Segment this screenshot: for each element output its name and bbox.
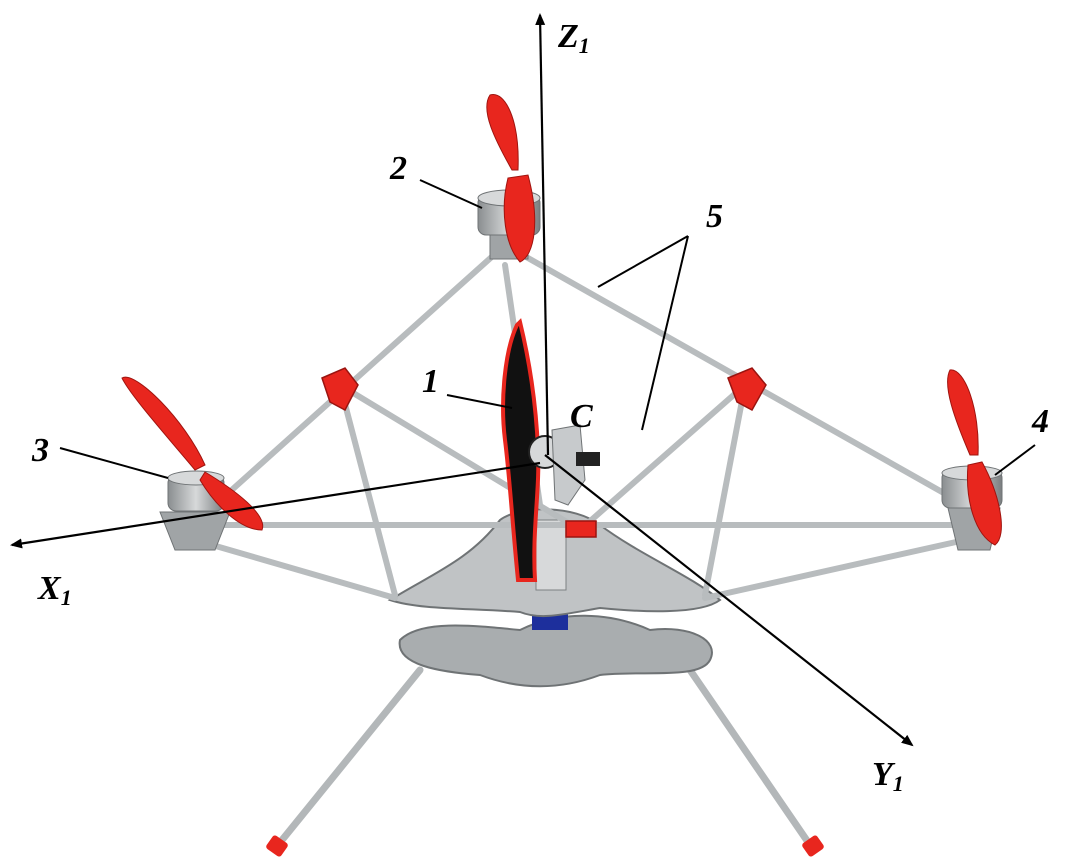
landing-legs: [274, 666, 814, 849]
x-axis: [10, 461, 541, 549]
x-axis-label: X1: [38, 570, 72, 610]
leg-tips: [266, 835, 824, 857]
propeller-1: [501, 318, 541, 582]
propeller-2: [486, 94, 536, 263]
propeller-4: [947, 369, 1002, 546]
propeller-3: [121, 376, 264, 531]
coordinate-axes: [10, 13, 914, 747]
lower-frame-plate: [398, 614, 713, 688]
y-axis-label: Y1: [872, 756, 904, 796]
z-axis: [535, 13, 550, 456]
z-axis-label: Z1: [558, 18, 590, 58]
y-axis: [544, 454, 914, 747]
label-5: 5: [706, 198, 723, 235]
label-1: 1: [422, 363, 439, 400]
leader-lines: [59, 179, 1036, 479]
center-mast: [535, 519, 567, 591]
label-c: C: [570, 398, 593, 435]
label-4: 4: [1032, 403, 1049, 440]
label-3: 3: [32, 432, 49, 469]
label-2: 2: [390, 150, 407, 187]
frame-joints: [321, 367, 767, 538]
